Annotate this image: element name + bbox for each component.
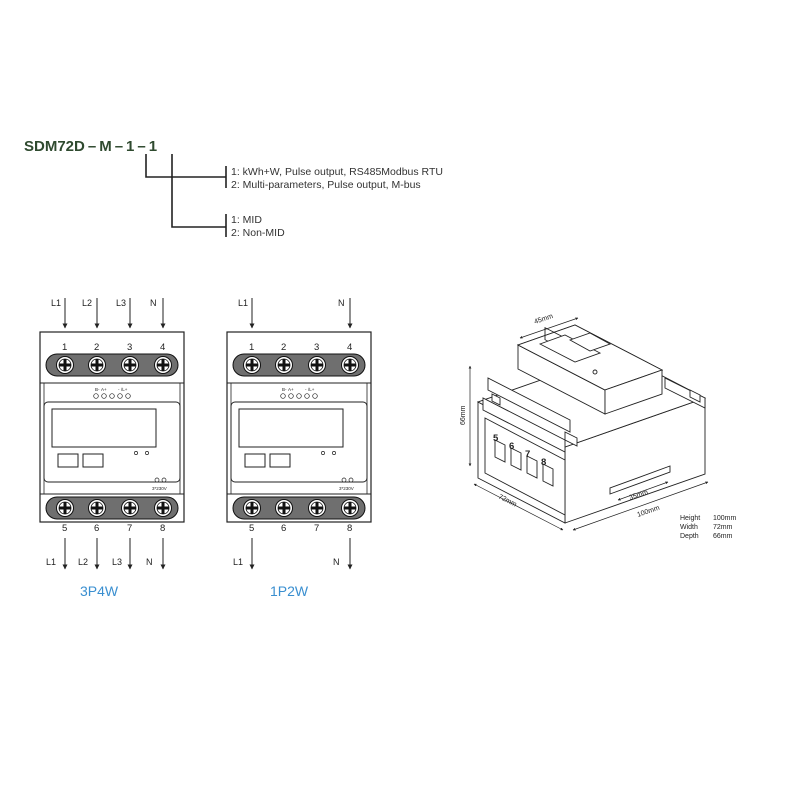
caption-1p2w: 1P2W [270,583,309,599]
option-1-2: 2: Multi-parameters, Pulse output, M-bus [231,179,421,191]
terminal-number: 7 [314,523,319,534]
voltage-label: 3*230V [339,486,354,491]
dim-length-bottom: 100mm [636,505,661,519]
terminal-number: 5 [62,523,67,534]
pulse-label: /L+ [121,387,128,392]
comm-label: B- [95,387,100,392]
comm-label: A+ [288,387,294,392]
comm-label: A+ [101,387,107,392]
iso-terminal-number: 7 [525,449,530,460]
caption-3p4w: 3P4W [80,583,119,599]
terminal-number: 1 [62,342,67,353]
voltage-label: 3*230V [152,486,167,491]
line-label: N [338,298,345,308]
pulse-label: - [118,387,120,392]
pulse-label: /L+ [308,387,315,392]
spec-label: Depth [680,533,699,540]
model-code-section: SDM72D – M – 1 – 1 1: kWh+W, Pulse outpu… [24,138,443,239]
meter-1p2w-diagram: L1 N 1 2 3 4 B- A+ - /L+ 3*230V [226,298,372,599]
option-1-1: 1: kWh+W, Pulse output, RS485Modbus RTU [231,166,443,178]
spec-label: Width [680,524,698,531]
model-code: SDM72D – M – 1 – 1 [24,138,157,155]
line-label: L3 [116,298,126,308]
line-label: L1 [238,298,248,308]
terminal-number: 3 [127,342,132,353]
terminal-number: 4 [347,342,352,353]
line-label: L2 [78,557,88,567]
spec-value: 72mm [713,524,733,531]
terminal-number: 3 [314,342,319,353]
terminal-number: 6 [94,523,99,534]
spec-value: 66mm [713,533,733,540]
terminal-number: 2 [281,342,286,353]
line-label: N [333,557,340,567]
terminal-number: 7 [127,523,132,534]
dim-height-side: 66mm [460,405,467,425]
dimension-drawing [476,324,707,524]
spec-value: 100mm [713,515,737,522]
terminal-number: 5 [249,523,254,534]
terminal-number: 8 [347,523,352,534]
spec-table: Height 100mm Width 72mm Depth 66mm [680,515,737,540]
dim-width-top: 45mm [533,313,554,326]
iso-terminal-number: 5 [493,433,499,444]
terminal-number: 8 [160,523,165,534]
terminal-number: 4 [160,342,165,353]
option-2-1: 1: MID [231,214,262,226]
iso-terminal-number: 6 [509,441,514,452]
pulse-label: - [305,387,307,392]
line-label: L3 [112,557,122,567]
comm-label: B- [282,387,287,392]
terminal-number: 1 [249,342,254,353]
meter-3p4w-diagram: L1 L2 L3 N 1 2 3 4 B- A+ - /L+ [39,298,185,599]
terminal-number: 6 [281,523,286,534]
line-label: L1 [233,557,243,567]
line-label: L1 [51,298,61,308]
line-label: L1 [46,557,56,567]
line-label: L2 [82,298,92,308]
line-label: N [150,298,157,308]
iso-terminal-number: 8 [541,457,546,468]
option-2-2: 2: Non-MID [231,227,285,239]
spec-label: Height [680,515,700,522]
line-label: N [146,557,153,567]
terminal-number: 2 [94,342,99,353]
